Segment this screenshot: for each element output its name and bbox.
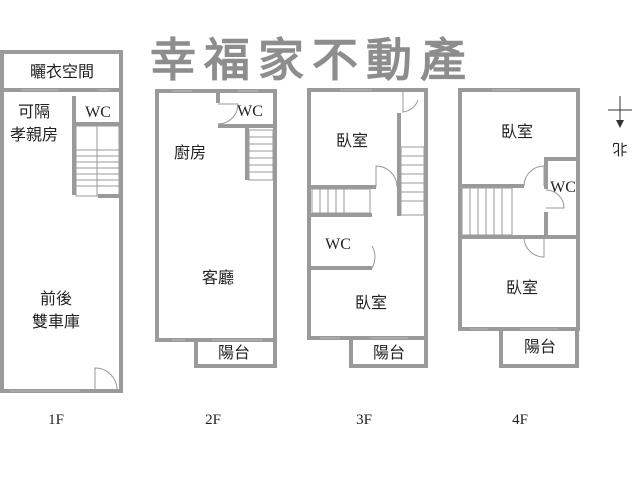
room-wc: WC xyxy=(550,179,576,196)
door-icon xyxy=(94,367,118,392)
stairs-3f xyxy=(311,146,425,216)
floor-label-3f: 3F xyxy=(356,412,372,428)
floor-4f: 臥室 WC 臥室 陽台 xyxy=(458,88,580,368)
room-wc: WC xyxy=(325,236,351,253)
room-garage: 雙車庫 xyxy=(32,312,80,331)
room-drying-space: 曬衣空間 xyxy=(30,62,94,81)
stairs-1f xyxy=(75,125,120,197)
room-balcony: 陽台 xyxy=(373,343,405,362)
room-bedroom: 臥室 xyxy=(506,278,538,297)
door-icon xyxy=(350,245,376,269)
floor-label-2f: 2F xyxy=(205,412,221,428)
stairs-4f xyxy=(461,187,513,236)
room-kitchen: 廚房 xyxy=(174,143,206,162)
door-icon xyxy=(523,165,545,187)
floor-3f: 臥室 WC 臥室 陽台 xyxy=(307,88,428,368)
floor-1f: 曬衣空間 可隔 孝親房 WC 前後 雙車庫 xyxy=(0,50,123,393)
room-label: 可隔 xyxy=(18,102,50,121)
door-icon xyxy=(545,189,565,209)
room-bedroom: 臥室 xyxy=(336,131,368,150)
door-icon xyxy=(523,236,545,258)
room-parent-bedroom: 孝親房 xyxy=(10,125,58,144)
north-label: 北 xyxy=(612,140,627,157)
watermark: 幸福家不動產 xyxy=(150,33,474,87)
north-arrow-icon: 北 xyxy=(608,96,632,157)
room-bedroom: 臥室 xyxy=(355,293,387,312)
room-bedroom: 臥室 xyxy=(501,122,533,141)
room-wc: WC xyxy=(237,103,263,120)
room-label: 前後 xyxy=(40,289,72,308)
room-living: 客廳 xyxy=(202,268,234,287)
room-wc: WC xyxy=(85,104,111,121)
door-icon xyxy=(217,103,239,125)
door-icon xyxy=(402,92,419,113)
room-balcony: 陽台 xyxy=(524,337,556,356)
stairs-2f xyxy=(248,129,274,181)
floor-label-4f: 4F xyxy=(512,412,528,428)
floor-2f: WC 廚房 客廳 陽台 xyxy=(155,89,277,368)
door-icon xyxy=(375,165,398,188)
room-balcony: 陽台 xyxy=(218,343,250,362)
floor-label-1f: 1F xyxy=(48,412,64,428)
